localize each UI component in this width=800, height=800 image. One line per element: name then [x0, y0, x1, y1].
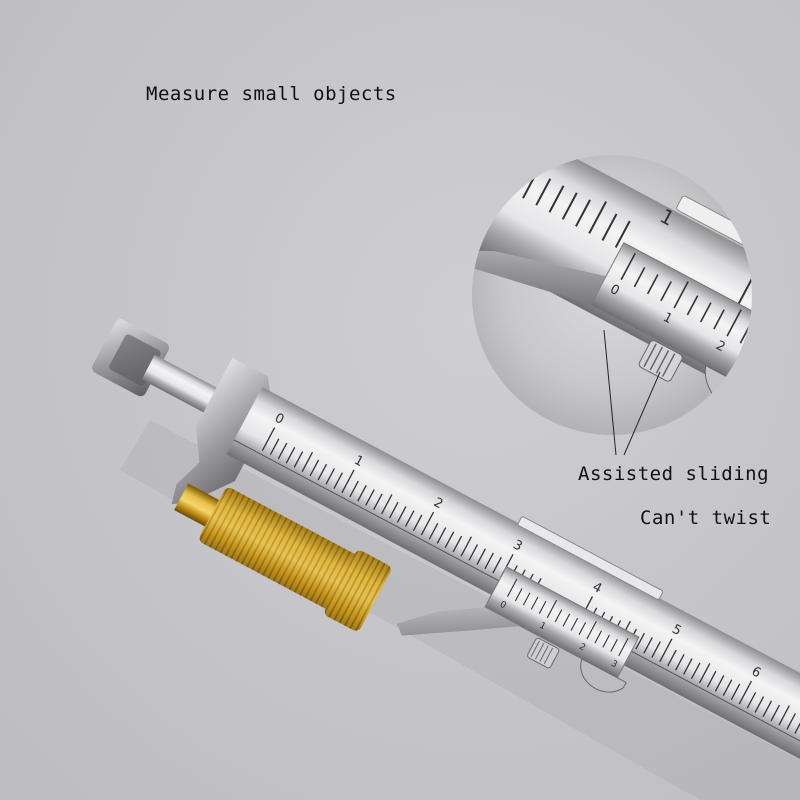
fixed-jaw [171, 357, 273, 505]
caliper-body: 0 1 2 3 4 5 6 0 1 2 3 [92, 319, 800, 800]
caption-cant-twist: Can't twist [640, 507, 772, 529]
svg-text:3: 3 [609, 659, 619, 671]
brass-fitting [174, 483, 391, 631]
pointer-line [623, 371, 661, 456]
main-scale-bar [226, 386, 800, 800]
caption-measure-small-objects: Measure small objects [146, 83, 397, 105]
magnifier-inset: 1 2 0 1 2 3 [472, 155, 800, 456]
svg-text:2: 2 [577, 642, 587, 654]
svg-text:1: 1 [538, 621, 548, 633]
pointer-line [603, 329, 617, 456]
vernier-slider: 0 1 2 3 [396, 566, 640, 693]
svg-text:2: 2 [780, 269, 800, 296]
svg-text:0: 0 [498, 600, 508, 612]
caption-assisted-sliding: Assisted sliding [578, 463, 770, 485]
svg-text:3: 3 [766, 366, 780, 383]
sliding-jaw [396, 607, 521, 636]
